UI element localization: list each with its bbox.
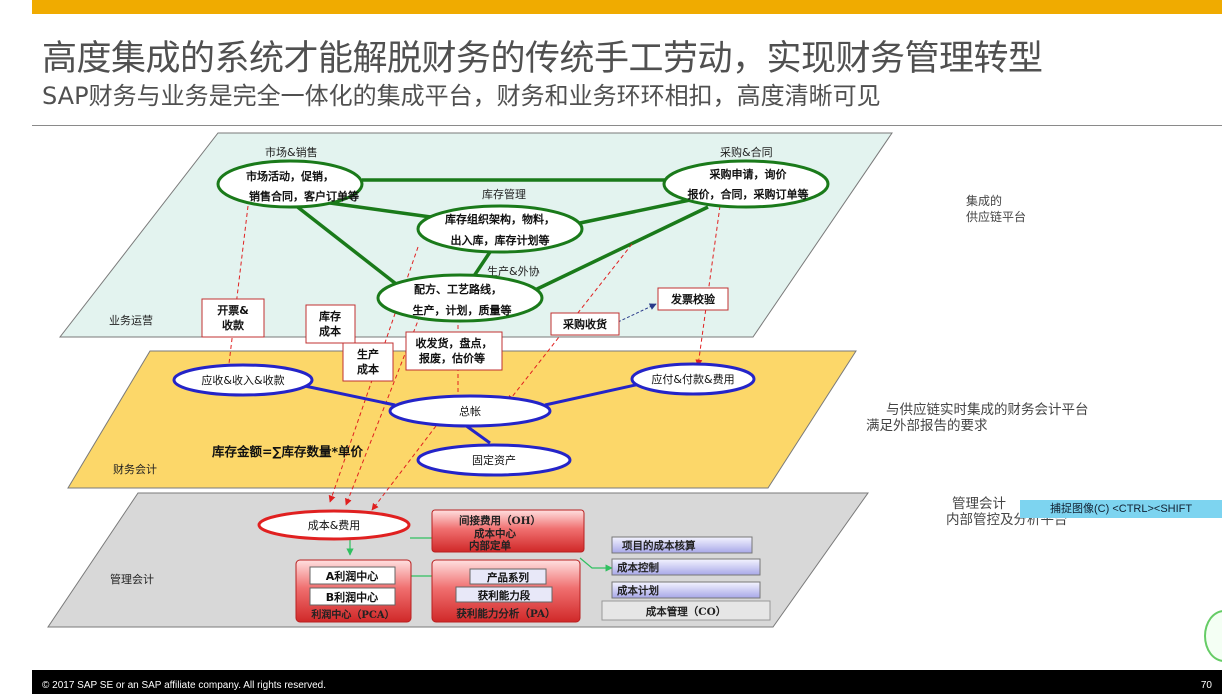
cost-expense-node: 成本&费用 [257,509,411,541]
label-invoice-verification: 发票校验 [657,287,729,311]
cost-plan-text: 成本计划 [617,584,659,597]
profit-b-text: B利润中心 [326,590,378,604]
profit-segment-cell [455,586,553,603]
label-invoice-receipt: 开票& 收款 [201,298,265,338]
pca-text: 利润中心（PCA） [311,608,394,621]
project-cost-text: 项目的成本核算 [622,539,696,552]
marketing-line1: 市场活动，促销， [246,169,334,183]
page-title: 高度集成的系统才能解脱财务的传统手工劳动，实现财务管理转型 [42,39,1043,79]
supply-line1: 集成的 [966,194,1003,208]
inventory-line2: 出入库，库存计划等 [451,233,550,247]
production-line1: 配方、工艺路线， [414,282,502,296]
cost-control-text: 成本控制 [617,561,659,574]
fixed-assets-node: 固定资产 [416,443,572,477]
overhead-box: 间接费用（OH） 成本中心 内部定单 [431,509,585,553]
profit-segment-text: 获利能力段 [478,589,531,602]
layer-label-finance: 财务会计 [113,462,157,476]
co-box [601,600,771,621]
procure-head: 采购&合同 [720,145,773,159]
fin-line1: 与供应链实时集成的财务会计平台 [886,402,1089,418]
cost-control-box [611,558,761,576]
inventory-formula: 库存金额=∑库存数量*单价 [212,444,363,459]
stock-ops-line1: 收发货，盘点， [416,336,493,350]
gl-node: 总帐 [388,394,552,428]
procurement-node: 采购&合同 采购申请，询价 报价，合同，采购订单等 [662,145,830,209]
label-inventory-cost: 库存 成本 [305,304,356,344]
inv-cost-line2: 成本 [319,324,341,338]
profit-a-text: A利润中心 [326,569,379,583]
production-head: 生产&外协 [487,264,540,278]
co-text: 成本管理（CO） [646,605,727,618]
header-divider [32,125,1222,126]
project-cost-box [611,536,753,554]
pa-box: 产品系列 获利能力段 获利能力分析（PA） [431,559,581,623]
ar-node: 应收&收入&收款 [172,363,314,397]
invoice-verify-text: 发票校验 [670,292,716,306]
fin-line2: 满足外部报告的要求 [866,418,988,434]
footer-copyright: © 2017 SAP SE or an SAP affiliate compan… [42,680,327,691]
profit-center-a [309,566,396,585]
procure-line2: 报价，合同，采购订单等 [688,187,809,201]
production-node: 生产&外协 配方、工艺路线， 生产，计划，质量等 [376,264,544,323]
stock-ops-line2: 报废，估价等 [419,351,485,365]
inventory-head: 库存管理 [482,187,526,201]
ap-node: 应付&付款&费用 [630,362,756,396]
oh-line2: 成本中心 [474,527,516,540]
gl-text: 总帐 [459,404,481,418]
capture-tooltip[interactable]: 捕捉图像(C) <CTRL><SHIFT [1020,500,1222,518]
cost-plan-box [611,581,761,599]
procure-line1: 采购申请，询价 [709,167,788,181]
finance-links [299,382,641,445]
ap-text: 应付&付款&费用 [651,372,734,386]
prod-cost-line2: 成本 [357,362,379,376]
fixed-assets-text: 固定资产 [472,453,516,467]
pca-box: A利润中心 B利润中心 利润中心（PCA） [295,559,412,623]
note-financial-accounting: 与供应链实时集成的财务会计平台 满足外部报告的要求 [866,402,1089,434]
mgmt-line1: 管理会计 [952,496,1006,512]
marketing-head: 市场&销售 [265,145,318,159]
profit-center-b [309,587,396,606]
product-series-text: 产品系列 [487,571,529,584]
label-production-cost: 生产 成本 [342,342,394,382]
footer-bar: © 2017 SAP SE or an SAP affiliate compan… [32,670,1222,694]
page-number: 70 [1200,680,1212,691]
oh-line1: 间接费用（OH） [459,514,541,527]
label-stock-operations: 收发货，盘点， 报废，估价等 [405,331,503,371]
inv-cost-line1: 库存 [319,309,341,323]
page-subtitle: SAP财务与业务是完全一体化的集成平台，财务和业务环环相扣，高度清晰可见 [42,82,881,110]
oh-line3: 内部定单 [469,539,511,552]
pa-text: 获利能力分析（PA） [456,607,555,620]
cost-expense-text: 成本&费用 [308,518,361,532]
production-line2: 生产，计划，质量等 [413,303,512,317]
marketing-node: 市场&销售 市场活动，促销， 销售合同，客户订单等 [216,145,364,209]
inventory-line1: 库存组织架构，物料， [445,212,555,226]
label-purchase-receipt: 采购收货 [550,312,620,336]
invoice-line1: 开票& [217,304,249,317]
purchase-receipt-text: 采购收货 [562,317,607,331]
prod-cost-line1: 生产 [357,347,379,361]
supply-line2: 供应链平台 [966,210,1027,224]
invoice-line2: 收款 [222,318,245,332]
product-series-cell [469,568,547,585]
receipt-to-invoice-arrow [617,303,657,323]
note-supply-chain: 集成的 供应链平台 [966,193,1026,225]
marketing-line2: 销售合同，客户订单等 [249,189,359,203]
ar-text: 应收&收入&收款 [201,373,284,387]
brand-bar [32,0,1222,14]
inventory-node: 库存管理 库存组织架构，物料， 出入库，库存计划等 [416,187,584,254]
layer-label-management: 管理会计 [110,572,154,586]
co-group: 项目的成本核算 成本控制 成本计划 成本管理（CO） [601,536,771,621]
layer-label-business: 业务运营 [109,313,153,327]
